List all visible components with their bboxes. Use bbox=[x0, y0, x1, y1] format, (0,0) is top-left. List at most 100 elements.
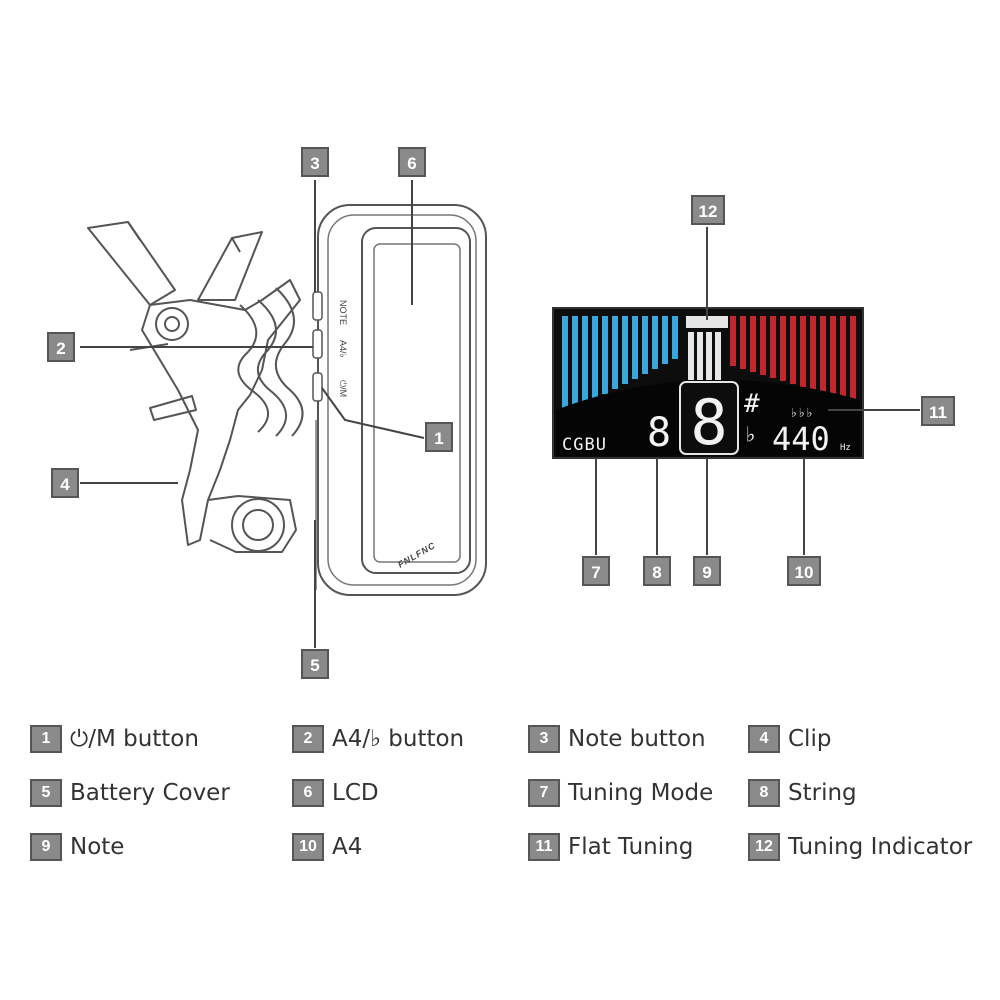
meter-bar-sharp bbox=[790, 316, 796, 384]
lcd-a4-value: 440 bbox=[772, 420, 830, 458]
legend-number: 4 bbox=[748, 725, 780, 753]
meter-bar-flat bbox=[662, 316, 668, 364]
legend-number: 11 bbox=[528, 833, 560, 861]
legend-label: Battery Cover bbox=[70, 780, 230, 806]
legend-item: 10 A4 bbox=[292, 833, 528, 861]
legend-item: 7 Tuning Mode bbox=[528, 779, 748, 807]
callout-8: 8 bbox=[643, 556, 671, 586]
legend-number: 12 bbox=[748, 833, 780, 861]
svg-text:9: 9 bbox=[702, 563, 711, 582]
legend-label: Clip bbox=[788, 726, 832, 752]
lcd-tuning-mode: CGBU bbox=[562, 435, 607, 455]
svg-text:4: 4 bbox=[60, 475, 70, 494]
meter-bar-flat bbox=[632, 316, 638, 379]
meter-bar-flat bbox=[572, 316, 578, 409]
meter-bar-flat bbox=[602, 316, 608, 394]
legend-number: 1 bbox=[30, 725, 62, 753]
legend-label: Tuning Indicator bbox=[788, 834, 973, 860]
tuner-body: NOTE A4/♭ ⏻/M FNLFNC bbox=[312, 204, 487, 596]
tuning-meter bbox=[562, 316, 856, 414]
clip-illustration bbox=[87, 221, 304, 553]
meter-bar-sharp bbox=[850, 316, 856, 402]
legend-label: Note bbox=[70, 834, 125, 860]
legend-item: 11 Flat Tuning bbox=[528, 833, 748, 861]
legend-item: 4 Clip bbox=[748, 725, 988, 753]
meter-bar-sharp bbox=[780, 316, 786, 381]
lcd-string: 8 bbox=[647, 410, 671, 456]
svg-text:8: 8 bbox=[652, 563, 661, 582]
meter-bar-sharp bbox=[760, 316, 766, 375]
meter-bar-sharp bbox=[730, 316, 736, 366]
legend-number: 6 bbox=[292, 779, 324, 807]
legend-label: String bbox=[788, 780, 857, 806]
legend-number: 8 bbox=[748, 779, 780, 807]
svg-text:7: 7 bbox=[591, 563, 600, 582]
legend-item: 9 Note bbox=[30, 833, 292, 861]
tuning-indicator-top bbox=[686, 316, 728, 328]
callout-7: 7 bbox=[582, 556, 610, 586]
callout-10: 10 bbox=[787, 556, 821, 586]
legend-row: 9 Note 10 A4 11 Flat Tuning 12 Tuning Indica… bbox=[30, 820, 990, 874]
device-screen-frame bbox=[361, 227, 471, 574]
power-mode-button[interactable] bbox=[312, 372, 323, 402]
legend-item: 1 ⏻/M button bbox=[30, 725, 292, 753]
callout-1: 1 bbox=[425, 422, 453, 452]
legend-item: 8 String bbox=[748, 779, 988, 807]
note-button[interactable] bbox=[312, 291, 323, 321]
legend-item: 3 Note button bbox=[528, 725, 748, 753]
lcd-a4-unit: Hz bbox=[840, 443, 851, 453]
note-frame bbox=[679, 381, 739, 455]
legend-label: Note button bbox=[568, 726, 706, 752]
meter-bar-flat bbox=[562, 316, 568, 414]
callout-4: 4 bbox=[51, 468, 79, 498]
legend-number: 10 bbox=[292, 833, 324, 861]
meter-bar-flat bbox=[622, 316, 628, 384]
legend-number: 9 bbox=[30, 833, 62, 861]
svg-text:10: 10 bbox=[795, 563, 814, 582]
callout-2: 2 bbox=[47, 332, 75, 362]
lcd-sharp: # bbox=[744, 389, 760, 419]
legend-label: A4 bbox=[332, 834, 363, 860]
meter-bar-sharp bbox=[800, 316, 806, 387]
legend-number: 7 bbox=[528, 779, 560, 807]
legend-label: Flat Tuning bbox=[568, 834, 694, 860]
legend-item: 5 Battery Cover bbox=[30, 779, 292, 807]
meter-bar-flat bbox=[582, 316, 588, 404]
legend-number: 2 bbox=[292, 725, 324, 753]
svg-text:3: 3 bbox=[310, 154, 319, 173]
meter-bar-flat bbox=[652, 316, 658, 369]
a4-side-label: A4/♭ bbox=[338, 340, 348, 358]
svg-text:11: 11 bbox=[929, 403, 947, 422]
legend-label: A4/♭ button bbox=[332, 726, 465, 752]
svg-text:1: 1 bbox=[434, 429, 443, 448]
device-screen bbox=[373, 243, 461, 563]
legend-label: ⏻/M button bbox=[70, 726, 199, 752]
legend-number: 3 bbox=[528, 725, 560, 753]
callout-6: 6 bbox=[398, 147, 426, 177]
meter-bar-flat bbox=[642, 316, 648, 374]
svg-text:6: 6 bbox=[407, 154, 416, 173]
legend-row: 5 Battery Cover 6 LCD 7 Tuning Mode 8 String bbox=[30, 766, 990, 820]
meter-bar-flat bbox=[592, 316, 598, 399]
legend-item: 12 Tuning Indicator bbox=[748, 833, 988, 861]
callout-9: 9 bbox=[693, 556, 721, 586]
legend-label: Tuning Mode bbox=[568, 780, 714, 806]
callout-lines-right bbox=[595, 227, 920, 555]
svg-text:2: 2 bbox=[56, 339, 65, 358]
lcd-note: 8 bbox=[690, 386, 727, 459]
legend-label: LCD bbox=[332, 780, 379, 806]
meter-bar-flat bbox=[612, 316, 618, 389]
legend-number: 5 bbox=[30, 779, 62, 807]
callout-lines-left bbox=[80, 180, 425, 648]
meter-bar-sharp bbox=[810, 316, 816, 390]
svg-text:5: 5 bbox=[310, 656, 319, 675]
power-side-label: ⏻/M bbox=[338, 380, 348, 397]
lcd-display: 8 # ♭ 8 CGBU ♭♭♭ 440 Hz bbox=[552, 307, 864, 459]
a4-flat-button[interactable] bbox=[312, 329, 323, 359]
meter-bar-flat bbox=[672, 316, 678, 359]
note-side-label: NOTE bbox=[338, 300, 348, 325]
tuning-indicator-bars bbox=[688, 332, 721, 380]
meter-bar-sharp bbox=[830, 316, 836, 396]
